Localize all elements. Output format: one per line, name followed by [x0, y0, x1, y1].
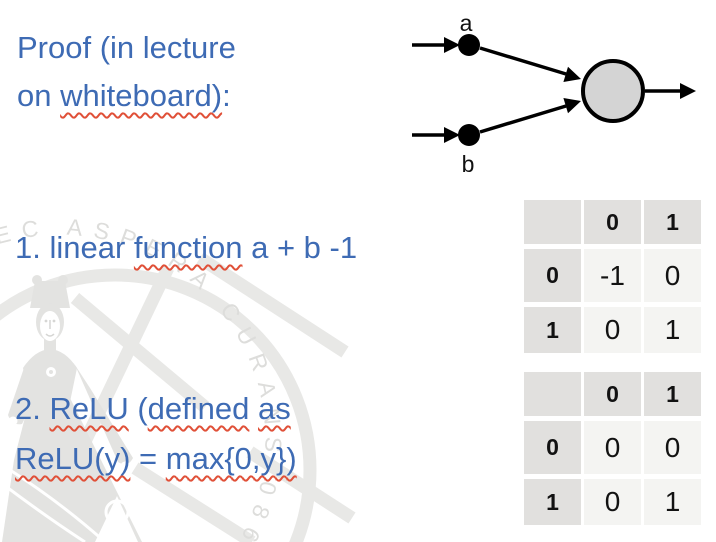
neuron-circle — [581, 59, 645, 123]
table2-row-header-1: 1 — [524, 479, 581, 525]
table2-corner-cell — [524, 372, 581, 416]
title-line-2: on whiteboard): — [17, 72, 236, 120]
input-label-a: a — [460, 10, 473, 36]
input-node-b — [458, 124, 480, 146]
title-misspelled-word: whiteboard) — [60, 78, 223, 113]
table2-cell-01: 0 — [644, 421, 701, 474]
step2-line-1: 2. ReLU (defined as — [15, 384, 297, 434]
truth-table-1: 0 1 0 -1 0 1 0 1 — [524, 200, 701, 353]
table1-cell-01: 0 — [644, 249, 701, 302]
table1-cell-11: 1 — [644, 307, 701, 353]
neuron-diagram: a b — [412, 10, 696, 177]
table2-col-header-0: 0 — [584, 372, 641, 416]
output-arrowhead — [680, 83, 696, 99]
step2-word-relu: ReLU — [49, 391, 129, 426]
step1-misspelled-word: function — [133, 230, 243, 265]
table1-cell-10: 0 — [584, 307, 641, 353]
step2-equals: = — [130, 441, 166, 476]
table1-col-header-1: 1 — [644, 200, 701, 244]
wheel-rim — [0, 268, 317, 542]
table2-row-header-0: 0 — [524, 421, 581, 474]
title-line-1: Proof (in lecture — [17, 24, 236, 72]
edge-b-to-neuron — [479, 104, 567, 134]
input-arrowhead-b — [444, 127, 460, 143]
table1-row-header-1: 1 — [524, 307, 581, 353]
table1-row-header-0: 0 — [524, 249, 581, 302]
seal-wheel-spokes — [0, 252, 356, 542]
table2-col-header-1: 1 — [644, 372, 701, 416]
step1-text: 1. linear — [15, 230, 134, 265]
table1-col-header-0: 0 — [584, 200, 641, 244]
step2-paren: ( — [128, 391, 148, 426]
step2-word-max: max{0,y}) — [165, 441, 297, 476]
table2-cell-00: 0 — [584, 421, 641, 474]
title-text-2: on — [17, 78, 61, 113]
slide-title: Proof (in lecture on whiteboard): — [17, 24, 236, 120]
input-label-b: b — [462, 151, 475, 177]
step2-word-defined: defined — [147, 391, 250, 426]
step2-word-relu-y: ReLU(y) — [15, 441, 131, 476]
edge-a-arrowhead — [563, 66, 581, 82]
title-colon: : — [222, 78, 231, 113]
title-text-1: Proof (in lecture — [17, 30, 236, 65]
step2-space — [249, 391, 258, 426]
table2-cell-10: 0 — [584, 479, 641, 525]
table1-cell-00: -1 — [584, 249, 641, 302]
proof-step-1: 1. linear function a + b -1 — [15, 230, 357, 266]
step2-number: 2. — [15, 391, 50, 426]
seal-figure-details — [0, 311, 138, 542]
truth-table-2: 0 1 0 0 0 1 0 1 — [524, 372, 701, 525]
step2-word-as: as — [258, 391, 291, 426]
step2-line-2: ReLU(y) = max{0,y}) — [15, 434, 297, 484]
proof-step-2: 2. ReLU (defined as ReLU(y) = max{0,y}) — [15, 384, 297, 484]
input-node-a — [458, 34, 480, 56]
edge-a-to-neuron — [479, 46, 567, 76]
table1-corner-cell — [524, 200, 581, 244]
table2-cell-11: 1 — [644, 479, 701, 525]
step1-formula: a + b -1 — [242, 230, 358, 265]
input-arrowhead-a — [444, 37, 460, 53]
edge-b-arrowhead — [563, 98, 581, 114]
